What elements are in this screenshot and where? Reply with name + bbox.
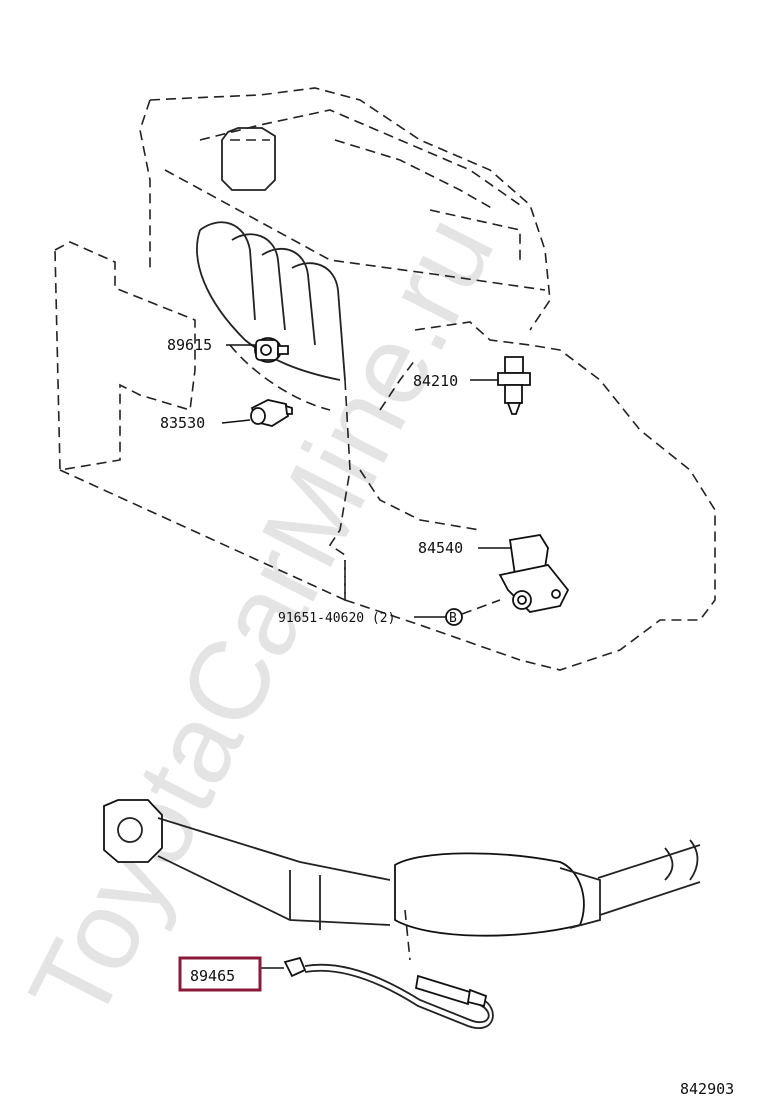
exhaust-pipe [103, 799, 701, 961]
part-83530-switch[interactable] [250, 399, 293, 427]
callout-83530[interactable]: 83530 [160, 414, 205, 432]
part-89465-oxygen-sensor[interactable] [283, 956, 494, 1029]
highlight-box-89465 [178, 956, 262, 992]
callout-84210[interactable]: 84210 [413, 372, 458, 390]
part-84210-sensor[interactable] [497, 356, 531, 415]
part-91651-bolt[interactable]: B [445, 608, 463, 626]
part-89615-sensor[interactable] [254, 337, 289, 363]
callout-89465[interactable]: 89465 [190, 967, 235, 985]
svg-text:B: B [449, 611, 457, 626]
part-84540-sensor[interactable] [498, 534, 570, 613]
callout-91651-40620[interactable]: 91651-40620 (2) [278, 611, 395, 626]
callout-89615[interactable]: 89615 [167, 336, 212, 354]
engine-block [54, 87, 716, 671]
callout-84540[interactable]: 84540 [418, 539, 463, 557]
diagram-number: 842903 [680, 1080, 734, 1098]
